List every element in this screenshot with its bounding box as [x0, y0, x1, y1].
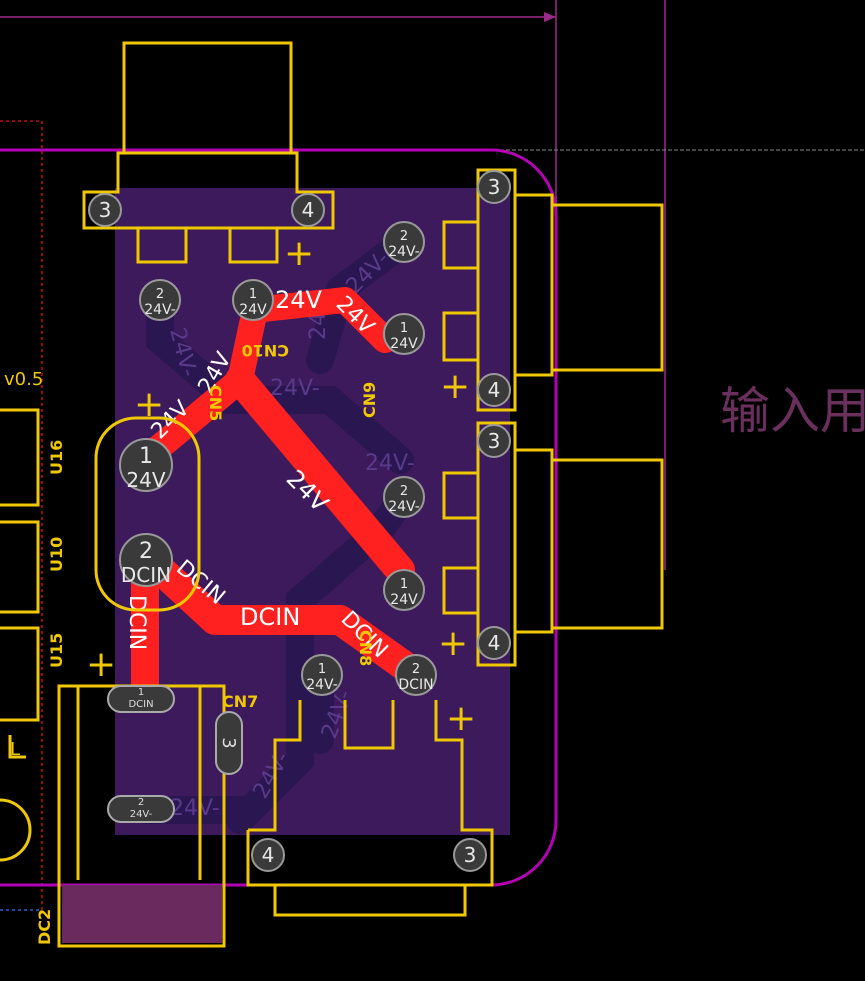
- slot-pad-num: 1: [138, 687, 144, 698]
- trace-label: 24V: [275, 286, 323, 314]
- dc2-fill: [62, 885, 222, 943]
- slot-pads: 1 DCIN 2 24V- 3: [107, 685, 243, 823]
- pad[interactable]: [477, 626, 511, 660]
- pad-net: 24V: [126, 468, 165, 492]
- pad-number: 3: [488, 175, 501, 199]
- pad-net: 24V-: [306, 677, 338, 693]
- pad-net: 24V-: [388, 499, 420, 515]
- plus-mark: +: [446, 698, 476, 739]
- pad[interactable]: [139, 279, 181, 321]
- pad-number: 4: [488, 631, 501, 655]
- pad-number: 4: [302, 198, 315, 222]
- ghost-label: 24V-: [270, 376, 320, 401]
- pad[interactable]: [383, 313, 425, 355]
- pad[interactable]: [383, 569, 425, 611]
- ref-u15: U15: [47, 633, 66, 668]
- slot-pad-num: 2: [138, 797, 144, 808]
- pad-net: 24V: [239, 302, 267, 318]
- pad-net: 24V-: [144, 302, 176, 318]
- red-traces: [131, 287, 425, 704]
- ref-cn9: CN9: [360, 382, 379, 418]
- ref-u10: U10: [47, 537, 66, 572]
- pad-net: 24V-: [388, 244, 420, 260]
- board-outline: [0, 148, 558, 887]
- pad[interactable]: [477, 424, 511, 458]
- pad-number: 2: [400, 229, 408, 244]
- pad[interactable]: [119, 438, 173, 492]
- ghost-label: 24V-: [365, 451, 415, 476]
- version-label: v0.5: [4, 369, 43, 390]
- ref-cn10: CN10: [242, 341, 289, 360]
- plus-mark: +: [438, 623, 468, 664]
- ref-l: L: [10, 739, 20, 760]
- pad-net: 24V: [390, 592, 418, 608]
- side-label: 输入用: [720, 382, 865, 440]
- pad-number: 2: [156, 287, 164, 302]
- pad[interactable]: [251, 838, 285, 872]
- pad-number: 3: [99, 198, 112, 222]
- plus-mark: +: [86, 644, 116, 685]
- slot-pad-net: 24V-: [130, 809, 153, 820]
- pad[interactable]: [477, 170, 511, 204]
- plus-mark: +: [440, 366, 470, 407]
- pad-net: DCIN: [121, 563, 171, 587]
- pad-net: DCIN: [398, 677, 433, 693]
- pad-number: 1: [400, 577, 408, 592]
- pad[interactable]: [453, 838, 487, 872]
- pad[interactable]: [383, 476, 425, 518]
- pad[interactable]: [232, 279, 274, 321]
- ref-cn7: CN7: [222, 692, 258, 711]
- pad[interactable]: [383, 221, 425, 263]
- pad[interactable]: [291, 193, 325, 227]
- slot-pad-net: DCIN: [128, 699, 153, 710]
- pad[interactable]: [119, 533, 173, 587]
- pad-number: 1: [249, 287, 257, 302]
- trace-label: DCIN: [124, 595, 149, 650]
- trace-label: DCIN: [240, 603, 300, 631]
- ref-cn5: CN5: [206, 385, 225, 421]
- silkscreen-outlines: [0, 41, 664, 948]
- pad[interactable]: [395, 654, 437, 696]
- plus-mark: +: [134, 384, 164, 425]
- slot-pad-num: 3: [218, 737, 239, 748]
- pad-number: 1: [318, 662, 326, 677]
- pad-number: 1: [139, 444, 153, 469]
- pad-number: 2: [412, 662, 420, 677]
- pad[interactable]: [477, 373, 511, 407]
- slot-pad[interactable]: [215, 711, 243, 775]
- plus-mark: +: [284, 233, 314, 274]
- pad[interactable]: [301, 654, 343, 696]
- ref-u16: U16: [47, 440, 66, 475]
- pad-number: 4: [262, 843, 275, 867]
- slot-pad[interactable]: [107, 795, 175, 823]
- ghost-label: 24V-: [170, 796, 220, 821]
- pad-number: 3: [464, 843, 477, 867]
- pad-number: 3: [488, 429, 501, 453]
- ref-dc2: DC2: [35, 909, 54, 945]
- pad-number: 2: [400, 484, 408, 499]
- pad-number: 2: [139, 539, 153, 564]
- pad[interactable]: [88, 193, 122, 227]
- pad-number: 1: [400, 321, 408, 336]
- left-dashed-outline: [0, 120, 43, 911]
- pad-net: 24V: [390, 336, 418, 352]
- pad-number: 4: [488, 378, 501, 402]
- slot-pad[interactable]: [107, 685, 175, 713]
- ref-cn8: CN8: [356, 630, 375, 666]
